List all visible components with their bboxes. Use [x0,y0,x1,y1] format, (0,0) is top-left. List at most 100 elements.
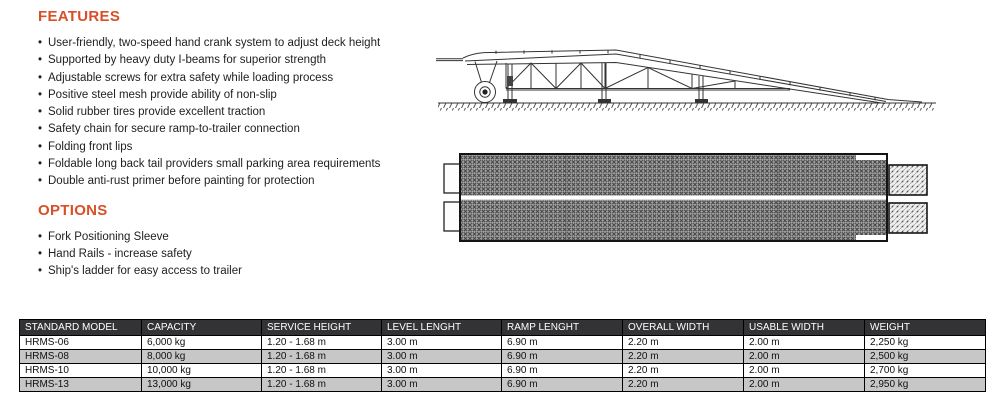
cell-model: HRMS-10 [19,363,142,378]
cell-overall-width: 2.20 m [622,335,744,350]
mesh-deck [459,153,888,242]
option-text: Fork Positioning Sleeve [48,230,169,243]
corner-notch [856,235,886,240]
bullet-icon: • [38,140,43,153]
table-row-hrms-06: HRMS-06 6,000 kg 1.20 - 1.68 m 3.00 m 6.… [19,335,986,350]
cell-service-height: 1.20 - 1.68 m [261,349,382,364]
cell-usable-width: 2.00 m [743,349,865,364]
feature-text: Supported by heavy duty I-beams for supe… [48,54,327,67]
bullet-icon: • [38,88,43,101]
table-row-hrms-13: HRMS-13 13,000 kg 1.20 - 1.68 m 3.00 m 6… [19,377,986,392]
feature-text: Foldable long back tail providers small … [48,158,381,171]
cell-weight: 2,500 kg [864,349,986,364]
cell-ramp-length: 6.90 m [501,335,623,350]
col-header-level-length: LEVEL LENGHT [381,319,502,336]
cell-weight: 2,700 kg [864,363,986,378]
col-header-service-height: SERVICE HEIGHT [261,319,382,336]
cell-level-length: 3.00 m [381,363,502,378]
bullet-icon: • [38,158,43,171]
cell-level-length: 3.00 m [381,335,502,350]
feature-text: Solid rubber tires provide excellent tra… [48,106,266,119]
feature-item: • Folding front lips [38,139,438,156]
feature-text: Double anti-rust primer before painting … [48,175,315,188]
bullet-icon: • [38,230,43,243]
bullet-icon: • [38,123,43,136]
yard-ramp-side-view-drawing [436,49,936,111]
table-row-hrms-08: HRMS-08 8,000 kg 1.20 - 1.68 m 3.00 m 6.… [19,349,986,364]
feature-item: • Safety chain for secure ramp-to-trailer… [38,121,438,138]
cell-service-height: 1.20 - 1.68 m [261,363,382,378]
ground-hatch [438,103,935,111]
support-legs [503,63,708,103]
option-item: •Hand Rails - increase safety [38,246,438,263]
col-header-overall-width: OVERALL WIDTH [622,319,744,336]
wheel-icon [474,60,498,103]
cell-capacity: 13,000 kg [141,377,262,392]
features-title: FEATURES [38,8,121,25]
side-view-linework [436,49,936,111]
feature-item: • Foldable long back tail providers small… [38,156,438,173]
cell-level-length: 3.00 m [381,377,502,392]
cell-overall-width: 2.20 m [622,363,744,378]
bullet-icon: • [38,54,43,67]
cell-overall-width: 2.20 m [622,377,744,392]
feature-item: • Positive steel mesh provide ability of … [38,87,438,104]
table-header-row: STANDARD MODEL CAPACITY SERVICE HEIGHT L… [19,319,986,336]
table-row-hrms-10: HRMS-10 10,000 kg 1.20 - 1.68 m 3.00 m 6… [19,363,986,378]
feature-item: • Supported by heavy duty I-beams for sup… [38,52,438,69]
bullet-icon: • [38,265,43,278]
yard-ramp-top-view-drawing [443,153,928,242]
option-text: Ship's ladder for easy access to trailer [48,265,242,278]
cell-model: HRMS-13 [19,377,142,392]
truss-verticals [505,63,736,89]
cell-capacity: 10,000 kg [141,363,262,378]
corner-notch [856,155,886,160]
crank-screw [507,76,513,86]
text-column: FEATURES • User-friendly, two-speed hand … [38,8,438,281]
cell-usable-width: 2.00 m [743,363,865,378]
bullet-icon: • [38,247,43,260]
front-lip [436,58,463,62]
bullet-icon: • [38,175,43,188]
feature-text: Safety chain for secure ramp-to-trailer … [48,123,300,136]
cell-level-length: 3.00 m [381,349,502,364]
cell-capacity: 6,000 kg [141,335,262,350]
back-tails [888,164,928,234]
col-header-weight: WEIGHT [864,319,986,336]
truss-diagonals [505,62,736,90]
options-title: OPTIONS [38,201,108,219]
feature-text: Positive steel mesh provide ability of n… [48,88,277,101]
bullet-icon: • [38,37,43,49]
feature-item: • Adjustable screws for extra safety whil… [38,70,438,87]
cell-ramp-length: 6.90 m [501,377,623,392]
bullet-icon: • [38,71,43,84]
deck-center-divider [461,195,886,200]
cell-service-height: 1.20 - 1.68 m [261,335,382,350]
cell-weight: 2,250 kg [864,335,986,350]
cell-ramp-length: 6.90 m [501,363,623,378]
spec-table: STANDARD MODEL CAPACITY SERVICE HEIGHT L… [19,319,986,392]
bullet-icon: • [38,106,43,119]
option-item: • Fork Positioning Sleeve [38,229,438,246]
ramp-deck [462,49,923,104]
col-header-capacity: CAPACITY [141,319,262,336]
col-header-standard-model: STANDARD MODEL [19,319,142,336]
cell-model: HRMS-06 [19,335,142,350]
cell-capacity: 8,000 kg [141,349,262,364]
feature-item: • Solid rubber tires provide excellent tr… [38,104,438,121]
cell-model: HRMS-08 [19,349,142,364]
options-list: • Fork Positioning Sleeve •Hand Rails - i… [38,229,438,281]
feature-item: • User-friendly, two-speed hand crank sys… [38,35,438,52]
cell-usable-width: 2.00 m [743,377,865,392]
feature-text: Adjustable screws for extra safety while… [48,71,334,84]
col-header-usable-width: USABLE WIDTH [743,319,865,336]
feature-text: Folding front lips [48,140,133,153]
cell-weight: 2,950 kg [864,377,986,392]
cell-usable-width: 2.00 m [743,335,865,350]
features-list: • User-friendly, two-speed hand crank sys… [38,35,438,191]
feature-item: • Double anti-rust primer before painting… [38,173,438,190]
deck-ticks [495,50,876,101]
cell-overall-width: 2.20 m [622,349,744,364]
feature-text: User-friendly, two-speed hand crank syst… [48,37,381,49]
